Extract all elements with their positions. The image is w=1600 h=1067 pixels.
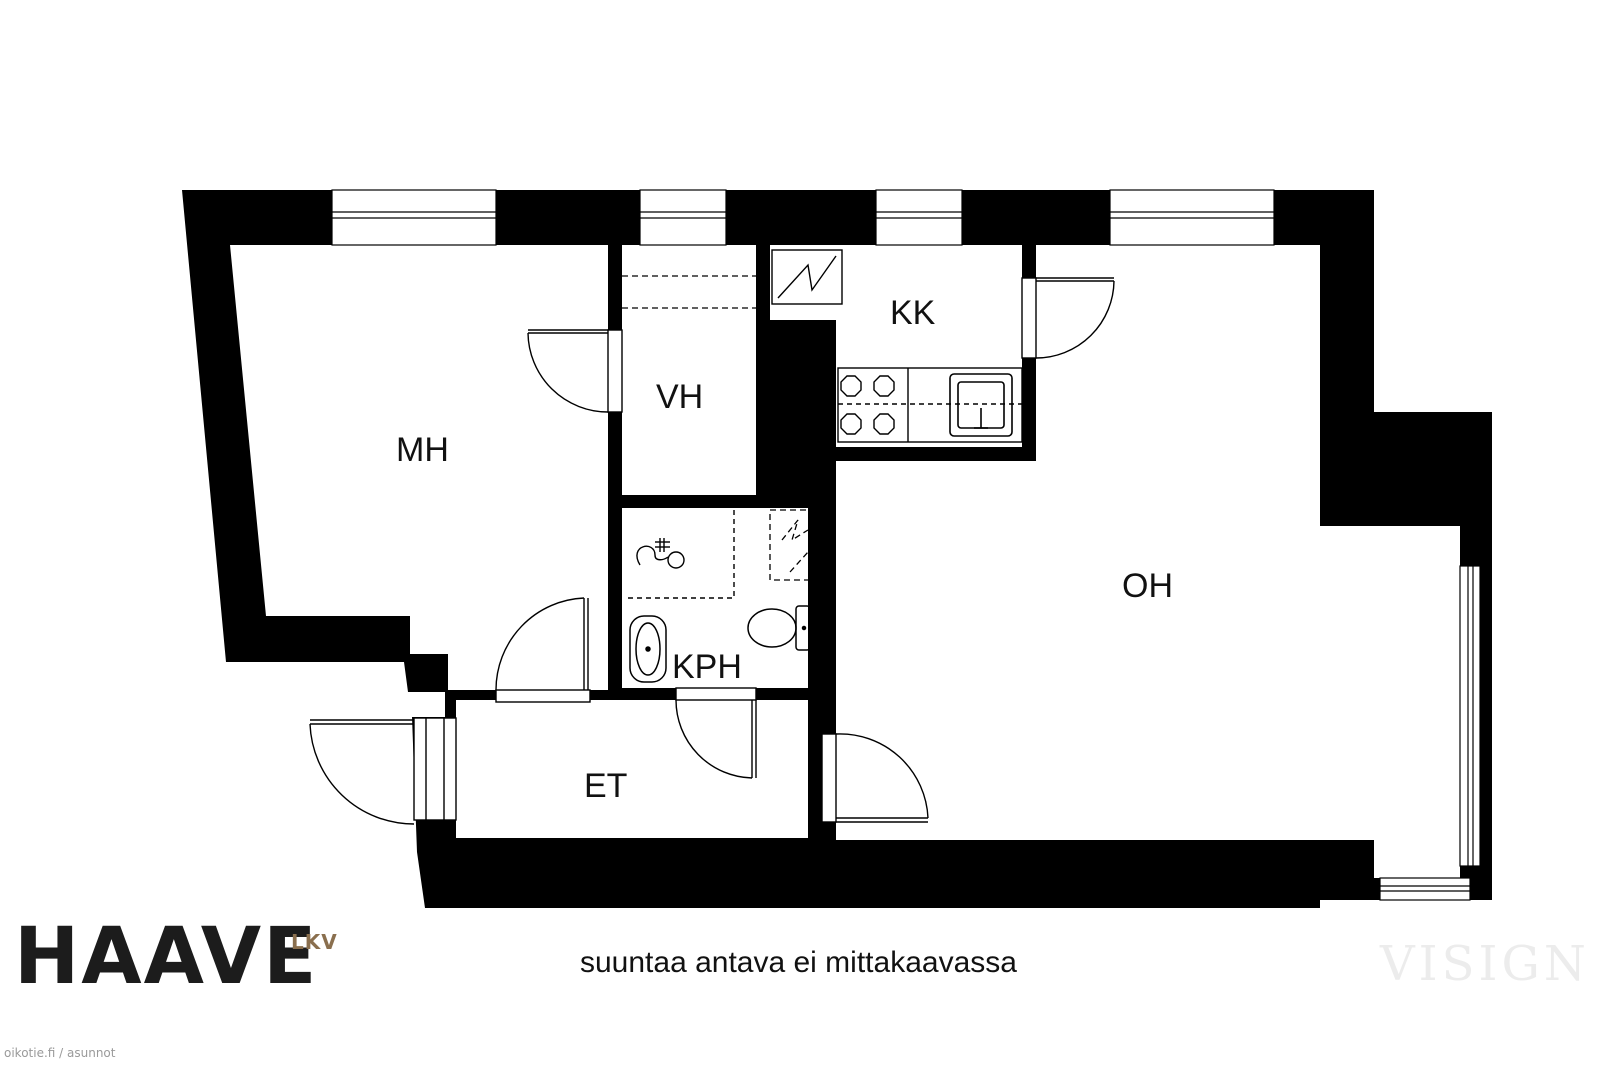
room-label-mh: MH bbox=[396, 431, 449, 469]
kitchen-counter bbox=[837, 367, 1023, 443]
window bbox=[875, 189, 963, 246]
door-kph bbox=[675, 687, 757, 779]
washer-icon bbox=[769, 509, 821, 581]
room-label-kph: KPH bbox=[672, 648, 742, 686]
toilet-icon bbox=[747, 605, 811, 651]
door-kk bbox=[1021, 277, 1115, 359]
window bbox=[1459, 565, 1481, 867]
room-label-kk: KK bbox=[890, 294, 936, 332]
window bbox=[1379, 877, 1471, 901]
stove-icon bbox=[840, 375, 895, 435]
room-vh bbox=[622, 245, 756, 495]
source-credit: oikotie.fi / asunnot bbox=[4, 1046, 116, 1060]
entrance-door bbox=[309, 717, 457, 825]
watermark: VISIGN bbox=[1380, 936, 1590, 992]
room-kk bbox=[770, 245, 1022, 447]
sink-icon bbox=[629, 615, 667, 683]
room-et bbox=[456, 700, 818, 838]
room-mh bbox=[230, 245, 608, 690]
room-label-oh: OH bbox=[1122, 567, 1173, 605]
room-label-vh: VH bbox=[656, 378, 703, 416]
door-oh bbox=[821, 733, 929, 823]
brand-logo: HAAVE bbox=[14, 912, 319, 1002]
brand-logo-suffix: LKV bbox=[291, 930, 338, 954]
shower-icon bbox=[628, 510, 735, 599]
electric-panel bbox=[771, 249, 843, 305]
door-mh-et bbox=[495, 597, 591, 703]
window bbox=[331, 189, 497, 246]
scale-disclaimer: suuntaa antava ei mittakaavassa bbox=[580, 946, 1017, 979]
room-oh bbox=[836, 245, 1460, 878]
kitchen-sink-icon bbox=[949, 373, 1013, 437]
window bbox=[1109, 189, 1275, 246]
window bbox=[639, 189, 727, 246]
door-mh bbox=[527, 329, 623, 413]
interior-wall bbox=[770, 320, 836, 460]
room-label-et: ET bbox=[584, 767, 627, 805]
wardrobe-lines bbox=[622, 275, 756, 309]
